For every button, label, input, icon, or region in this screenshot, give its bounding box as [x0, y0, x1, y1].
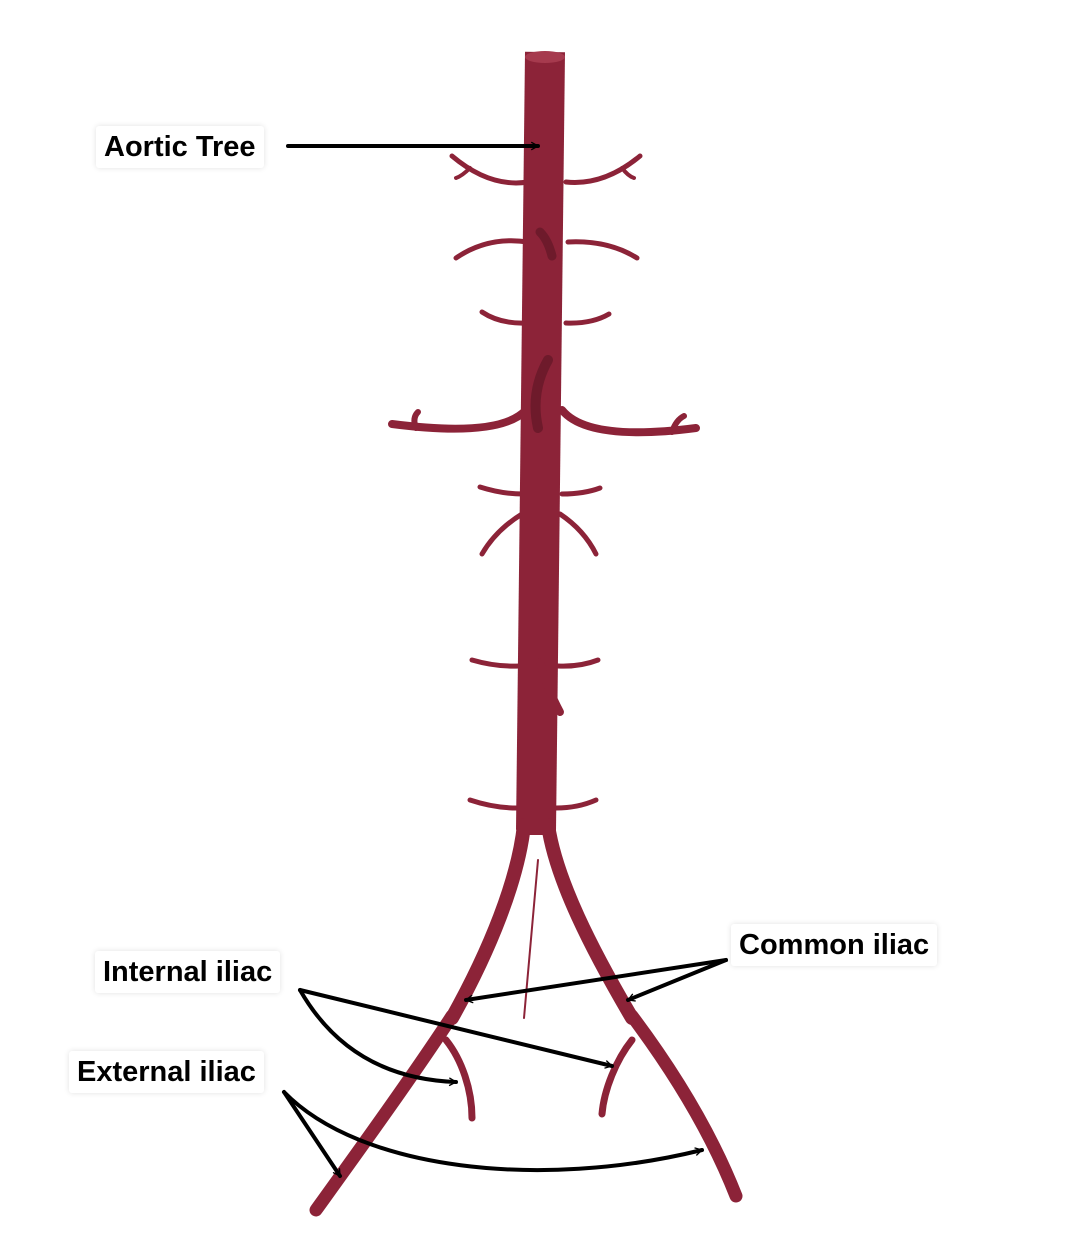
branch-right-5 [559, 485, 603, 497]
trunk-knob-1 [535, 227, 557, 261]
branch-left-7 [467, 797, 520, 811]
branch-left-5b [479, 511, 525, 557]
branch-left-1-tip [454, 166, 472, 180]
internal-iliac-right [598, 1036, 636, 1118]
common-iliac-left [445, 818, 531, 1025]
aorta-trunk [516, 51, 565, 831]
branch-left-6 [469, 657, 522, 669]
arrow-internal-iliac-right [298, 988, 614, 1069]
trunk-knob-3 [536, 658, 564, 716]
external-iliac-left [309, 1009, 459, 1217]
branch-right-2 [565, 239, 640, 261]
median-sacral [523, 859, 539, 1019]
branch-left-2 [453, 238, 531, 261]
label-internal-iliac: Internal iliac [95, 951, 281, 993]
branch-left-major-tip [411, 409, 421, 431]
vessel-tree [309, 51, 743, 1217]
branch-right-major-tip [669, 413, 687, 435]
label-common-iliac: Common iliac [731, 924, 938, 966]
pointer-arrows [282, 141, 728, 1178]
trunk-knob-2 [530, 355, 553, 433]
common-iliac-right [541, 818, 639, 1025]
side-branches [449, 153, 643, 811]
branch-left-1 [449, 153, 531, 186]
branch-right-7 [553, 797, 599, 811]
external-iliac-right [625, 1009, 743, 1203]
arrow-common-iliac-right [626, 958, 728, 1002]
major-branches [388, 406, 700, 437]
internal-iliac-left [442, 1036, 476, 1122]
branch-right-1 [563, 153, 643, 185]
arrow-external-iliac-right [282, 1090, 704, 1173]
branch-right-1-tip [620, 166, 636, 180]
label-aortic-tree: Aortic Tree [96, 126, 264, 168]
aorta-top [525, 51, 565, 63]
branch-right-6 [555, 657, 601, 669]
arrow-internal-iliac-left [298, 988, 458, 1087]
arrow-external-iliac-left [282, 1090, 342, 1178]
arrow-common-iliac-left [464, 958, 728, 1004]
branch-right-3 [563, 311, 612, 326]
branch-right-5b [557, 511, 599, 557]
branch-left-3 [479, 309, 529, 326]
branch-left-5 [477, 484, 526, 497]
label-external-iliac: External iliac [69, 1051, 264, 1093]
